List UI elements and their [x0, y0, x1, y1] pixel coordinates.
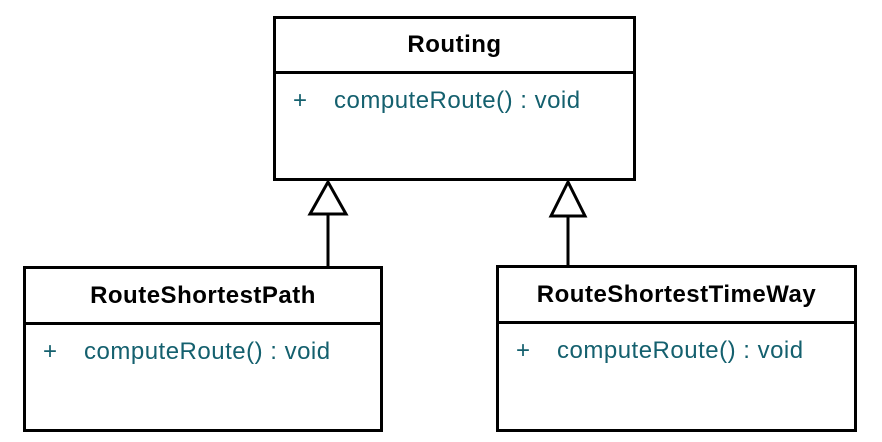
class-box-routing: Routing + computeRoute() : void [273, 16, 636, 181]
inheritance-triangle-icon [548, 178, 588, 218]
generalization-connector-right [548, 178, 588, 266]
method-signature: computeRoute() : void [84, 338, 331, 365]
inheritance-triangle-icon [307, 178, 349, 216]
visibility-symbol: + [516, 337, 531, 364]
method-row: + computeRoute() : void [26, 325, 380, 366]
class-body: + computeRoute() : void [499, 324, 854, 365]
class-name: RouteShortestTimeWay [536, 280, 817, 308]
generalization-connector-left [307, 178, 349, 267]
visibility-symbol: + [43, 338, 58, 365]
class-header: Routing [276, 19, 633, 74]
method-row: + computeRoute() : void [276, 74, 633, 115]
method-signature: computeRoute() : void [334, 87, 581, 114]
visibility-symbol: + [293, 87, 308, 114]
class-name: RouteShortestPath [90, 281, 316, 309]
class-header: RouteShortestPath [26, 269, 380, 325]
class-body: + computeRoute() : void [276, 74, 633, 115]
class-body: + computeRoute() : void [26, 325, 380, 366]
method-row: + computeRoute() : void [499, 324, 854, 365]
class-name: Routing [407, 31, 502, 58]
class-box-routeshortestpath: RouteShortestPath + computeRoute() : voi… [23, 266, 383, 432]
class-header: RouteShortestTimeWay [499, 268, 854, 324]
class-box-routeshortesttimeway: RouteShortestTimeWay + computeRoute() : … [496, 265, 857, 432]
method-signature: computeRoute() : void [557, 337, 804, 364]
